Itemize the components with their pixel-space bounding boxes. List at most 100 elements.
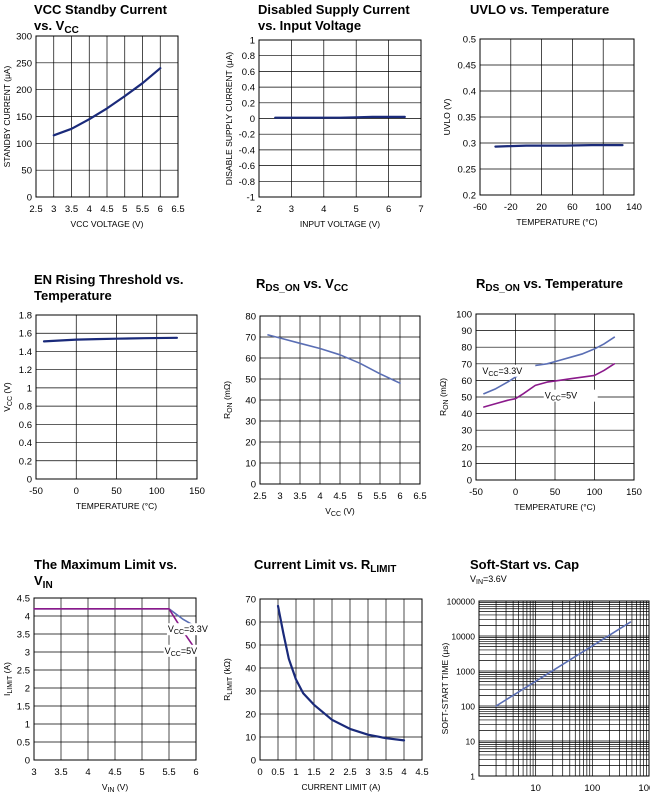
y-tick-label: 10 [466, 737, 476, 747]
plot-frame [259, 598, 423, 761]
y-tick-label: 10 [461, 459, 472, 470]
x-tick-label: 6 [193, 767, 198, 778]
x-tick-label: 50 [111, 486, 122, 497]
y-tick-label: 50 [21, 166, 32, 177]
x-tick-label: 100 [595, 202, 611, 213]
y-tick-label: 2.5 [17, 666, 30, 677]
y-tick-label: 0 [467, 476, 472, 487]
y-tick-label: 4.5 [17, 594, 30, 605]
chart-title: UVLO vs. Temperature [470, 2, 609, 17]
y-tick-label: 1.8 [19, 311, 32, 322]
series-line-1 [52, 67, 162, 137]
y-tick-label: 0 [251, 756, 256, 767]
chart-title: EN Rising Threshold vs.Temperature [34, 272, 184, 303]
x-tick-label: 4.5 [333, 491, 346, 502]
y-tick-label: 4 [25, 612, 30, 623]
x-tick-label: 4.5 [100, 204, 113, 215]
y-tick-label: 1.4 [19, 347, 32, 358]
x-tick-label: 150 [189, 486, 205, 497]
chart-title: RDS_ON vs. VCC [256, 276, 348, 294]
x-axis-label: VCC (V) [325, 506, 355, 518]
x-tick-label: 20 [536, 202, 547, 213]
series-line-1 [494, 144, 624, 148]
y-tick-label: 50 [461, 393, 472, 404]
x-tick-label: 2 [256, 204, 261, 215]
x-axis-label: TEMPERATURE (°C) [514, 502, 595, 512]
y-tick-label: 0.35 [458, 113, 477, 124]
x-tick-label: 4 [85, 767, 90, 778]
x-tick-label: 6 [397, 491, 402, 502]
x-tick-label: 1 [293, 767, 298, 778]
y-axis-label: RON (mΩ) [438, 378, 450, 416]
y-tick-label: 1000 [456, 667, 475, 677]
y-axis-label: RON (mΩ) [222, 381, 234, 419]
plot-frame [478, 600, 650, 777]
series-annotation: VCC=3.3V [168, 624, 208, 636]
y-tick-label: 300 [16, 32, 32, 43]
y-tick-label: 30 [245, 687, 256, 698]
x-tick-label: 100 [149, 486, 165, 497]
x-tick-label: 50 [550, 487, 561, 498]
y-tick-label: 50 [245, 641, 256, 652]
y-tick-label: 1 [250, 36, 255, 47]
x-tick-label: 140 [626, 202, 642, 213]
x-axis-label: VIN (V) [102, 782, 129, 794]
y-tick-label: 50 [245, 375, 256, 386]
y-tick-label: 100 [16, 139, 32, 150]
x-tick-label: -20 [504, 202, 518, 213]
y-tick-label: -0.4 [239, 145, 255, 156]
y-tick-label: 20 [245, 438, 256, 449]
y-tick-label: 80 [461, 343, 472, 354]
y-tick-label: -0.2 [239, 130, 255, 141]
x-tick-label: 3 [51, 204, 56, 215]
y-tick-label: 0.6 [19, 420, 32, 431]
x-tick-label: 150 [626, 487, 642, 498]
y-tick-label: 100000 [447, 597, 476, 607]
plot-frame [479, 38, 635, 196]
y-axis-label: SOFT-START TIME (μs) [440, 643, 450, 735]
y-tick-label: 0.2 [242, 98, 255, 109]
x-tick-label: 7 [418, 204, 423, 215]
y-tick-label: 20 [461, 442, 472, 453]
plot-frame [35, 314, 198, 480]
chart-title: The Maximum Limit vs.VIN [34, 557, 177, 591]
chart-9: Soft-Start vs. CapVIN=3.6V10100100011010… [440, 557, 650, 800]
plot-frame [475, 313, 635, 481]
x-tick-label: 6 [158, 204, 163, 215]
x-tick-label: -50 [469, 487, 483, 498]
x-tick-label: 2 [329, 767, 334, 778]
y-tick-label: 3.5 [17, 630, 30, 641]
y-tick-label: 80 [245, 312, 256, 323]
y-tick-label: 2 [25, 684, 30, 695]
y-tick-label: 200 [16, 85, 32, 96]
x-tick-label: 4 [317, 491, 322, 502]
y-tick-label: 0.25 [458, 165, 477, 176]
x-tick-label: 3 [31, 767, 36, 778]
x-axis-label: CURRENT LIMIT (A) [301, 782, 380, 792]
annotation-background [543, 389, 598, 402]
y-tick-label: 0.8 [242, 51, 255, 62]
plot-frame [35, 35, 179, 198]
plot-frame [259, 315, 421, 485]
y-tick-label: 100 [461, 702, 475, 712]
y-axis-label: DISABLE SUPPLY CURRENT (μA) [224, 52, 234, 186]
y-tick-label: 90 [461, 326, 472, 337]
y-tick-label: 1.5 [17, 702, 30, 713]
series-line-1 [483, 336, 616, 395]
y-axis-label: VCC (V) [2, 382, 14, 412]
x-tick-label: 1000 [638, 783, 650, 794]
y-tick-label: 70 [461, 359, 472, 370]
y-tick-label: 10 [245, 733, 256, 744]
y-tick-label: 0.4 [19, 438, 32, 449]
series-line-1 [495, 621, 632, 707]
x-tick-label: 4.5 [108, 767, 121, 778]
x-tick-label: 5.5 [162, 767, 175, 778]
x-tick-label: 4 [321, 204, 326, 215]
x-tick-label: 5 [122, 204, 127, 215]
y-tick-label: 0 [251, 480, 256, 491]
chart-title: RDS_ON vs. Temperature [476, 276, 623, 294]
